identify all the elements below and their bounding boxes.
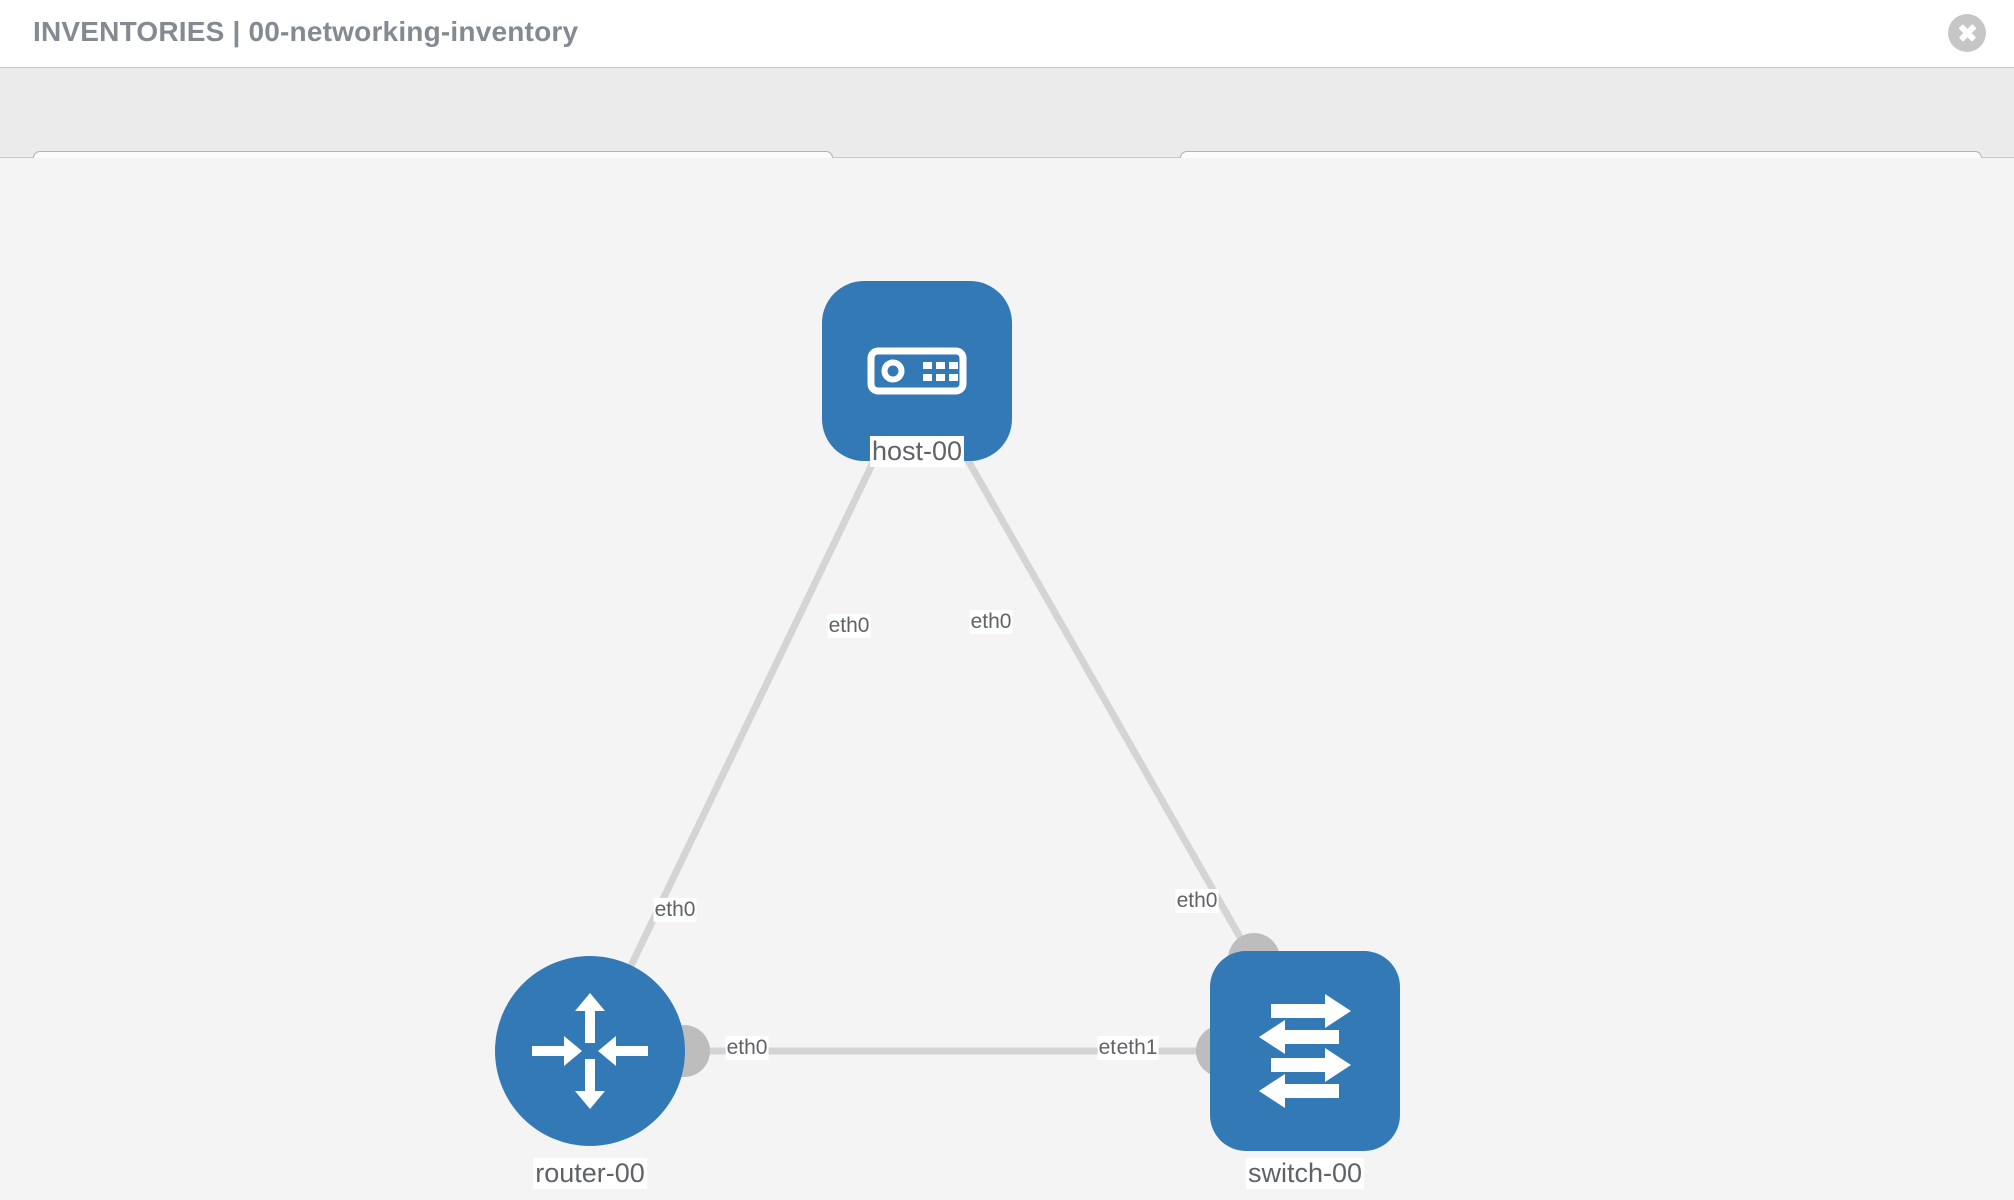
link-host00-router00[interactable] [586, 369, 921, 1053]
iface-label-host00-eth0-left: eth0 [827, 614, 871, 638]
node-label-router-00: router-00 [533, 1158, 647, 1189]
iface-label-switch00-eth0-uplink: eth0 [1175, 889, 1219, 913]
topology-canvas[interactable]: host-00 router-00 switch-00 eth0 eth0 et… [0, 158, 2014, 1200]
node-label-host-00: host-00 [869, 436, 965, 467]
node-label-switch-00: switch-00 [1245, 1158, 1365, 1189]
topology-links [586, 369, 1309, 1055]
iface-label-host00-eth0-right: eth0 [969, 610, 1013, 634]
iface-label-router00-eth0-uplink: eth0 [653, 898, 697, 922]
iface-label-router00-eth0: eth0 [725, 1036, 769, 1060]
page-header: INVENTORIES | 00-networking-inventory [0, 0, 2014, 68]
node-host-00[interactable] [822, 281, 1012, 461]
link-endpoints [658, 394, 1280, 1077]
node-router-00[interactable] [495, 956, 685, 1146]
topology-svg [495, 281, 1400, 1151]
close-icon[interactable] [1948, 14, 1986, 52]
page-title: INVENTORIES | 00-networking-inventory [33, 16, 579, 47]
node-switch-00[interactable] [1210, 951, 1400, 1151]
toolbar: ACTIONS SEARCH [0, 68, 2014, 207]
iface-label-switch00-eth1: eth1 [1115, 1036, 1159, 1060]
